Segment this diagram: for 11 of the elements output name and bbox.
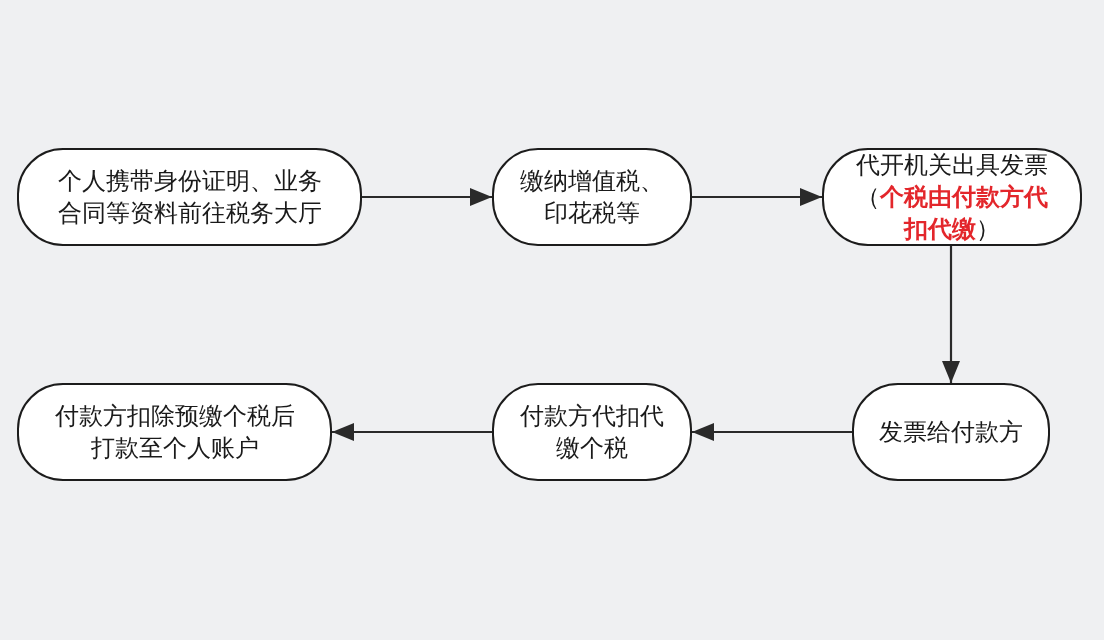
step-text: 付款方代扣代缴个税 — [519, 401, 665, 464]
arrow — [942, 246, 960, 383]
step-text: 个人携带身份证明、业务合同等资料前往税务大厅 — [56, 166, 323, 229]
arrow — [692, 188, 822, 206]
arrow — [692, 423, 852, 441]
arrow — [332, 423, 492, 441]
arrow — [362, 188, 492, 206]
step-text: 缴纳增值税、印花税等 — [519, 166, 665, 229]
step-text: 发票给付款方 — [878, 417, 1024, 448]
step-text: 付款方扣除预缴个税后打款至个人账户 — [53, 401, 296, 464]
step-text: 代开机关出具发票（个税由付款方代扣代缴） — [855, 150, 1049, 245]
